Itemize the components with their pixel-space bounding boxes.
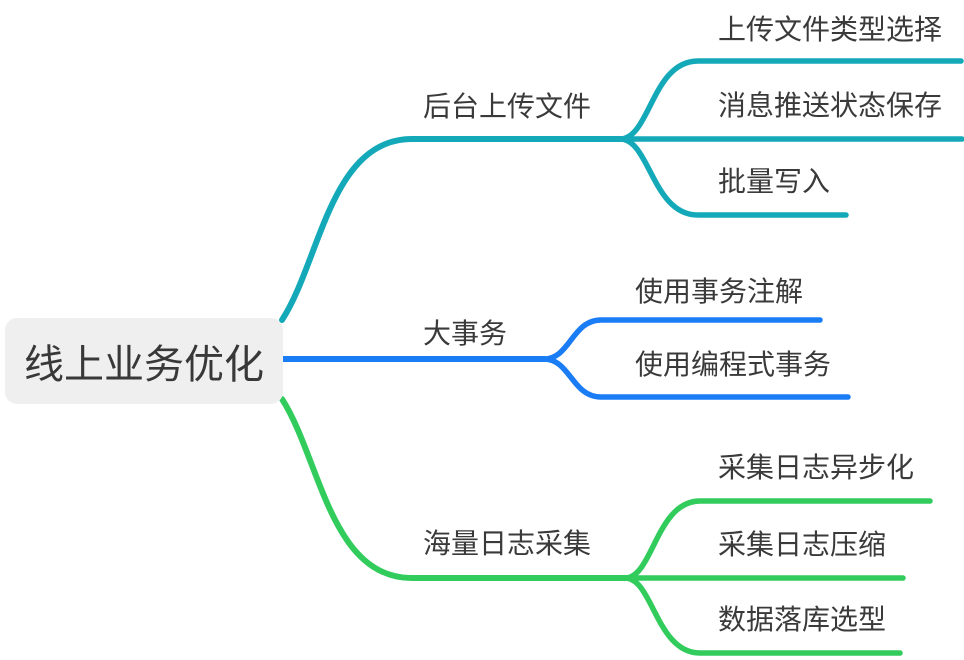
branch-node-massive-log-collection[interactable]: 海量日志采集 (423, 528, 592, 559)
child-node-upload-file-type[interactable]: 上传文件类型选择 (718, 14, 943, 45)
root-node-online-business-optimization[interactable]: 线上业务优化 (5, 318, 283, 404)
branch-node-big-transaction[interactable]: 大事务 (423, 318, 508, 349)
branch-line-backend-upload (279, 136, 623, 323)
child-node-log-compression[interactable]: 采集日志压缩 (718, 529, 887, 560)
child-line-upload-file-type (617, 58, 964, 142)
child-line-batch-write (617, 136, 849, 218)
branch-node-backend-upload[interactable]: 后台上传文件 (423, 91, 592, 122)
child-node-log-async[interactable]: 采集日志异步化 (718, 452, 915, 483)
child-node-batch-write[interactable]: 批量写入 (718, 166, 831, 197)
child-node-message-push-state[interactable]: 消息推送状态保存 (718, 90, 943, 121)
child-line-transaction-annotation (541, 317, 823, 362)
child-line-programmatic-transaction (541, 356, 851, 400)
child-node-transaction-annotation[interactable]: 使用事务注解 (635, 276, 804, 307)
child-node-programmatic-transaction[interactable]: 使用编程式事务 (635, 349, 832, 380)
child-node-data-storage-selection[interactable]: 数据落库选型 (718, 604, 887, 635)
child-line-data-storage-selection (622, 575, 903, 656)
branch-line-massive-log-collection (279, 396, 628, 581)
child-line-log-async (622, 498, 933, 581)
